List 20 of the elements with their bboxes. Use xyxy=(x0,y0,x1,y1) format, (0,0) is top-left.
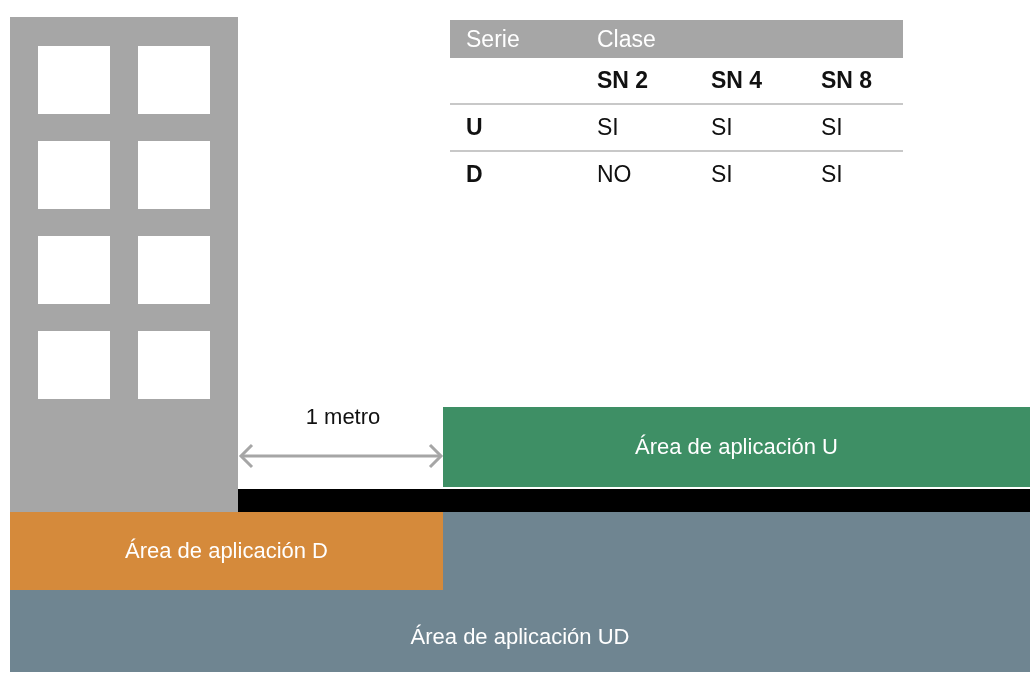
table-value: NO xyxy=(597,161,633,188)
area-band xyxy=(10,512,443,590)
column-header: SN 8 xyxy=(821,67,874,94)
table-value: SI xyxy=(597,114,620,141)
row-header: D xyxy=(465,161,484,188)
area-label: Área de aplicación UD xyxy=(410,624,630,650)
column-header: SN 4 xyxy=(711,67,764,94)
column-header: Clase xyxy=(597,25,657,53)
area-band xyxy=(443,407,1030,487)
area-label: Área de aplicación U xyxy=(635,434,838,460)
area-label: Área de aplicación D xyxy=(125,538,328,564)
table-value: SI xyxy=(711,161,734,188)
dimension-label: 1 metro xyxy=(304,404,382,430)
table-value: SI xyxy=(821,161,844,188)
column-header: SN 2 xyxy=(597,67,650,94)
area-band xyxy=(10,512,1030,672)
row-header: U xyxy=(465,114,484,141)
table-value: SI xyxy=(711,114,734,141)
table-value: SI xyxy=(821,114,844,141)
column-header: Serie xyxy=(465,25,521,53)
